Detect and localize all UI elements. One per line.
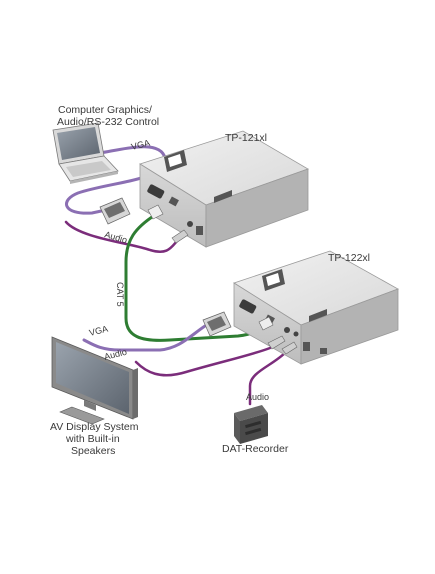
rj45-plug-top: [147, 204, 164, 220]
tp-121xl-label: TP-121xl: [225, 132, 267, 144]
vga-top-label: VGA: [130, 138, 151, 152]
display-monitor-icon: [51, 336, 138, 425]
rj45-plug-bottom: [258, 316, 274, 331]
display-label-line3: Speakers: [71, 445, 115, 457]
laptop-icon: [52, 122, 119, 184]
audio-cable-dat: [248, 350, 288, 406]
tp-122xl-label: TP-122xl: [328, 252, 370, 264]
computer-label-line2: Audio/RS-232 Control: [57, 116, 159, 128]
vga-bottom-label: VGA: [88, 324, 109, 338]
display-label-line2: with Built-in: [65, 433, 120, 445]
dat-recorder-label: DAT-Recorder: [222, 443, 289, 455]
cat5-label: CAT 5: [115, 282, 125, 307]
vga-plug-bottom: [202, 311, 232, 337]
display-label-line1: AV Display System: [50, 421, 139, 433]
tp-121xl-device: [139, 130, 309, 248]
dat-recorder-icon: [234, 405, 268, 444]
computer-label-line1: Computer Graphics/: [58, 104, 152, 116]
tp-122xl-device: [233, 250, 399, 365]
audio-dat-label: Audio: [246, 392, 269, 402]
audio-cable-bottom: [134, 346, 272, 377]
audio-plug-bottom: [267, 335, 298, 355]
audio-plug-top: [171, 229, 189, 244]
vga-cable-top: [65, 145, 167, 215]
vga-cable-bottom: [82, 324, 207, 352]
audio-cable-top: [64, 220, 182, 253]
vga-plug-top: [99, 197, 131, 225]
